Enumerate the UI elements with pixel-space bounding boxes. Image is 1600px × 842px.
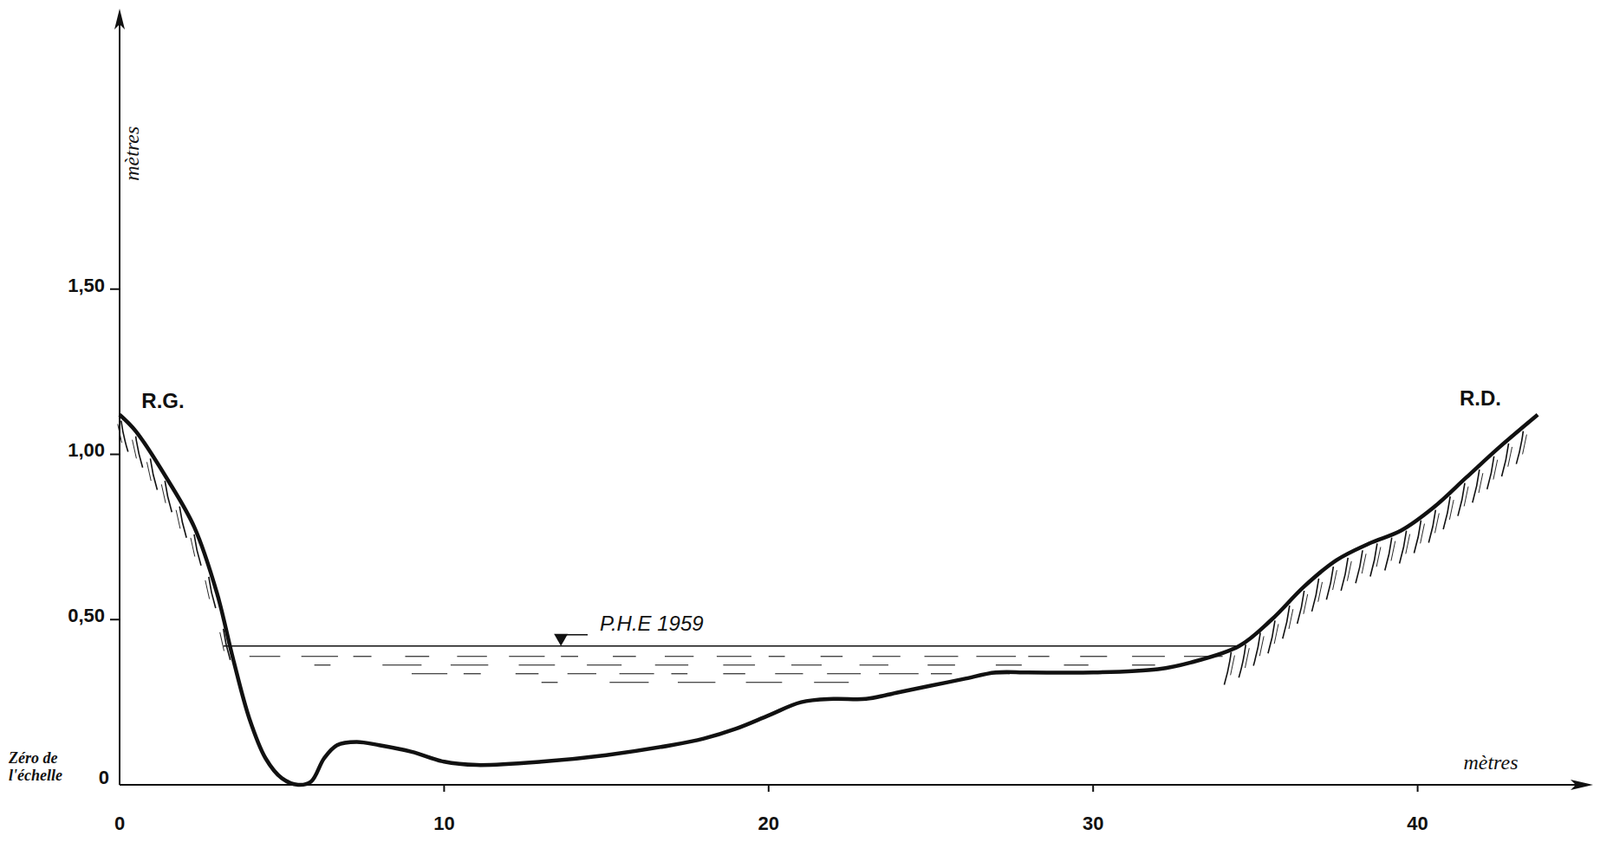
axis-arrow bbox=[1570, 780, 1594, 791]
flood-marker bbox=[553, 634, 568, 647]
tick-label: 20 bbox=[758, 813, 780, 835]
axis-tick bbox=[110, 454, 120, 456]
leader-line bbox=[565, 634, 588, 637]
bank-label: R.D. bbox=[1459, 387, 1502, 410]
axis-arrow bbox=[114, 8, 125, 30]
axis-tick bbox=[110, 288, 120, 291]
tick-label: 1,50 bbox=[67, 275, 105, 297]
gauge-zero-note: Zéro de l'échelle bbox=[8, 750, 92, 786]
water-dashes bbox=[249, 656, 1223, 683]
flood-level-label: P.H.E 1959 bbox=[599, 612, 704, 636]
bank-hatching bbox=[1223, 431, 1527, 686]
tick-label: 0 bbox=[114, 813, 125, 835]
axis-tick bbox=[1092, 785, 1094, 793]
tick-label: 0,50 bbox=[67, 605, 105, 627]
tick-label: 10 bbox=[433, 813, 455, 835]
bank-hatching bbox=[117, 421, 231, 661]
axis-unit: mètres bbox=[121, 125, 144, 181]
axis-tick bbox=[1417, 785, 1419, 793]
tick-label: 1,00 bbox=[67, 440, 105, 462]
tick-label: 0 bbox=[98, 767, 110, 789]
axis-tick bbox=[767, 785, 770, 793]
vertical-axis bbox=[118, 19, 121, 786]
axis-unit: mètres bbox=[1463, 751, 1518, 774]
tick-label: 40 bbox=[1406, 813, 1428, 835]
water-level bbox=[223, 645, 1240, 648]
axis-tick bbox=[442, 785, 445, 793]
axis-tick bbox=[110, 618, 120, 621]
horizontal-axis bbox=[119, 784, 1582, 787]
tick-label: 30 bbox=[1082, 813, 1104, 835]
bank-label: R.G. bbox=[141, 390, 184, 413]
river-bed-profile bbox=[119, 415, 1538, 786]
